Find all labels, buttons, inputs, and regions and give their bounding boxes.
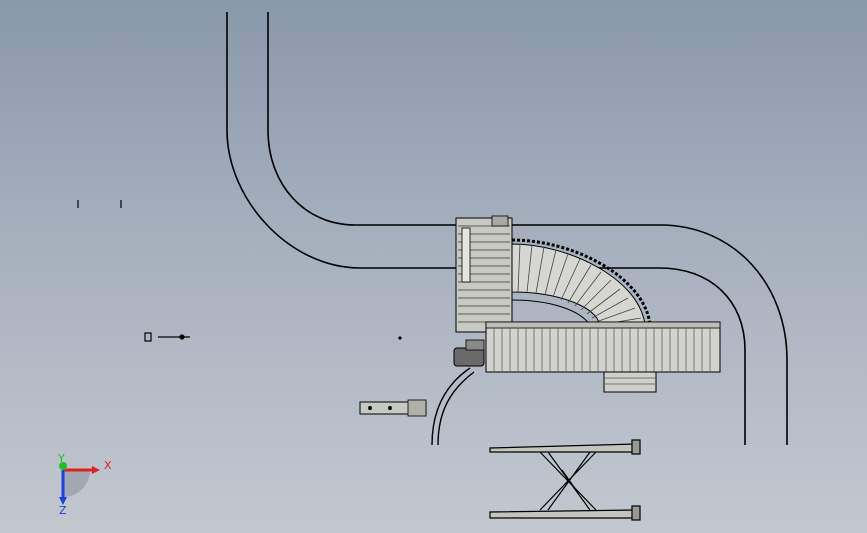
drive-motor[interactable] [453, 339, 485, 367]
straight-roller-conveyor[interactable] [455, 215, 513, 333]
bar-module[interactable] [359, 399, 427, 417]
small-parts[interactable] [77, 200, 402, 342]
xyz-triad-icon [59, 462, 100, 505]
horizontal-roller-conveyor[interactable] [485, 321, 721, 393]
s-belt-conveyor[interactable] [226, 12, 788, 445]
x-axis-label: X [104, 459, 112, 472]
y-axis-label: Y [57, 452, 65, 465]
curved-roller-conveyor[interactable] [511, 238, 652, 326]
scissor-lift[interactable] [489, 439, 641, 521]
z-axis-label: Z [59, 504, 67, 517]
curved-chute[interactable] [431, 367, 475, 446]
